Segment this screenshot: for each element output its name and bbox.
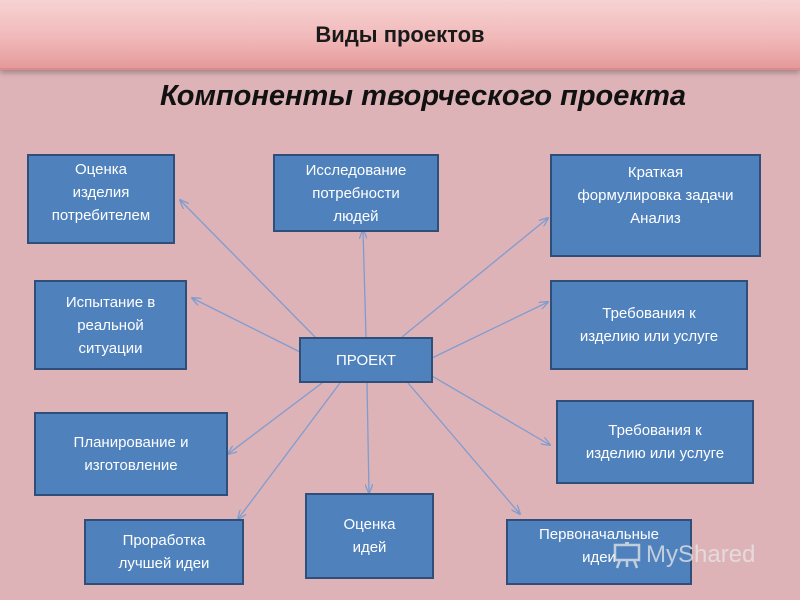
node-task-formulation: Краткая формулировка задачи Анализ xyxy=(550,154,761,257)
arrow-to-initial-ideas xyxy=(407,382,520,514)
arrow-to-requirements-1 xyxy=(431,302,548,359)
node-best-idea: Проработка лучшей идеи xyxy=(84,519,244,585)
watermark: MyShared xyxy=(612,538,772,572)
node-requirements-2: Требования к изделию или услуге xyxy=(556,400,754,484)
arrow-to-needs-research xyxy=(363,230,366,338)
arrow-to-task-formulation xyxy=(401,218,548,338)
diagram-title: Компоненты творческого проекта xyxy=(160,80,686,112)
header-bar: Виды проектов xyxy=(0,0,800,70)
arrow-to-consumer-evaluation xyxy=(180,200,319,341)
arrow-to-best-idea xyxy=(238,382,341,519)
arrow-to-requirements-2 xyxy=(431,375,550,445)
arrow-to-real-testing xyxy=(192,298,301,353)
center-node-project: ПРОЕКТ xyxy=(299,337,433,383)
node-needs-research: Исследование потребности людей xyxy=(273,154,439,232)
node-ideas-evaluation: Оценка идей xyxy=(305,493,434,579)
arrow-to-planning xyxy=(228,382,323,454)
slide-header-title: Виды проектов xyxy=(315,22,485,47)
watermark-text: MyShared xyxy=(646,541,756,568)
arrow-to-ideas-evaluation xyxy=(367,382,369,493)
presentation-board-icon xyxy=(613,542,641,569)
node-requirements-1: Требования к изделию или услуге xyxy=(550,280,748,370)
node-initial-ideas: Первоначальные идеи xyxy=(506,519,692,585)
node-consumer-evaluation: Оценка изделия потребителем xyxy=(27,154,175,244)
node-planning: Планирование и изготовление xyxy=(34,412,228,496)
node-real-testing: Испытание в реальной ситуации xyxy=(34,280,187,370)
